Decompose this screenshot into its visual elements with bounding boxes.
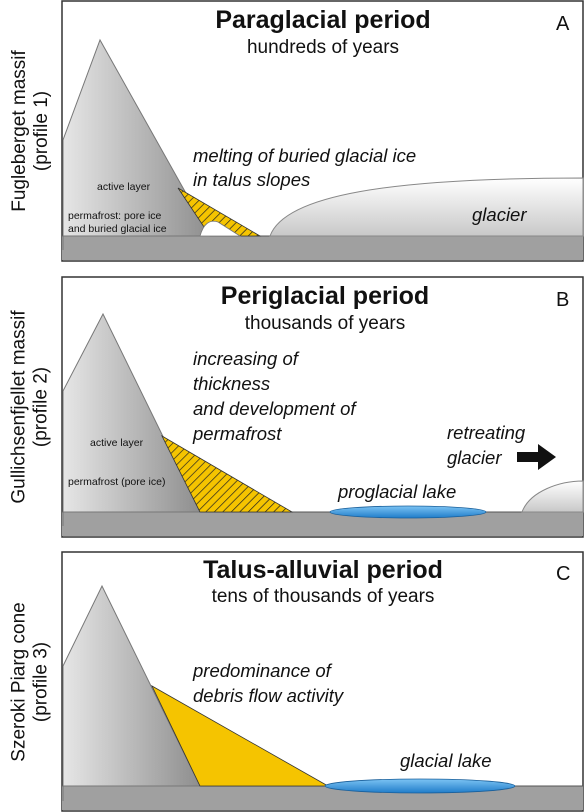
panel-letter: A	[556, 13, 570, 35]
panel-b-diagram: Periglacial period thousands of years B …	[61, 276, 584, 538]
annotation-line-1: melting of buried glacial ice	[193, 145, 416, 166]
glacier-shape	[521, 480, 584, 513]
massif-name: Fugleberget massif	[9, 50, 31, 212]
talus-slope-hatched	[161, 434, 294, 513]
panel-subtitle: hundreds of years	[247, 37, 399, 58]
permafrost-label-1: permafrost: pore ice	[68, 210, 162, 222]
debris-cone	[151, 685, 330, 787]
arrow-right-icon	[517, 444, 556, 470]
annotation-line-1: predominance of	[192, 660, 333, 681]
panel-title: Talus-alluvial period	[203, 556, 443, 584]
permafrost-label: permafrost (pore ice)	[68, 476, 165, 488]
panel-letter: B	[556, 289, 569, 311]
panel-c-diagram: Talus-alluvial period tens of thousands …	[61, 551, 584, 812]
annotation-line-4: permafrost	[192, 423, 282, 444]
mountain	[62, 584, 201, 801]
panel-subtitle: tens of thousands of years	[212, 586, 435, 607]
glacier-label: glacier	[472, 204, 527, 225]
glacial-lake	[324, 778, 516, 794]
annotation-line-2: in talus slopes	[193, 169, 310, 190]
massif-name: Gullichsenfjellet massif	[9, 310, 30, 504]
mountain	[62, 38, 211, 250]
annotation-line-1: increasing of	[193, 348, 300, 369]
profile-number: (profile 2)	[31, 366, 52, 448]
profile-label: Fugleberget massif (profile 1)	[0, 0, 62, 262]
panel-subtitle: thousands of years	[245, 313, 406, 334]
panel-title: Paraglacial period	[215, 6, 430, 34]
lake-label: proglacial lake	[337, 481, 456, 502]
panel-a-diagram: Paraglacial period hundreds of years A m…	[61, 0, 584, 262]
profile-label: Szeroki Piarg cone (profile 3)	[0, 551, 62, 812]
profile-number: (profile 1)	[31, 90, 53, 172]
annotation-line-2: debris flow activity	[193, 685, 345, 706]
permafrost-label-2: and buried glacial ice	[68, 223, 167, 235]
active-layer-label: active layer	[90, 437, 144, 449]
annotation-line-2: thickness	[193, 373, 270, 394]
panel-title: Periglacial period	[221, 282, 429, 310]
massif-name: Szeroki Piarg cone	[9, 601, 30, 762]
panel-a: Paraglacial period hundreds of years A m…	[0, 0, 585, 262]
profile-label: Gullichsenfjellet massif (profile 2)	[0, 276, 62, 538]
mountain	[62, 312, 201, 526]
ground	[62, 786, 583, 810]
glacier-shape	[269, 177, 584, 237]
buried-glacial-ice	[199, 220, 242, 237]
ground	[62, 512, 583, 536]
lake-label: glacial lake	[400, 750, 492, 771]
active-layer-label: active layer	[97, 181, 151, 193]
retreating-label-2: glacier	[447, 447, 502, 468]
ground	[62, 236, 583, 260]
panel-c: Talus-alluvial period tens of thousands …	[0, 551, 585, 812]
panel-letter: C	[556, 563, 570, 585]
panel-b: Periglacial period thousands of years B …	[0, 276, 585, 538]
annotation-line-3: and development of	[193, 398, 357, 419]
proglacial-lake	[329, 505, 487, 519]
profile-number: (profile 3)	[31, 641, 52, 722]
retreating-label-1: retreating	[447, 422, 526, 443]
